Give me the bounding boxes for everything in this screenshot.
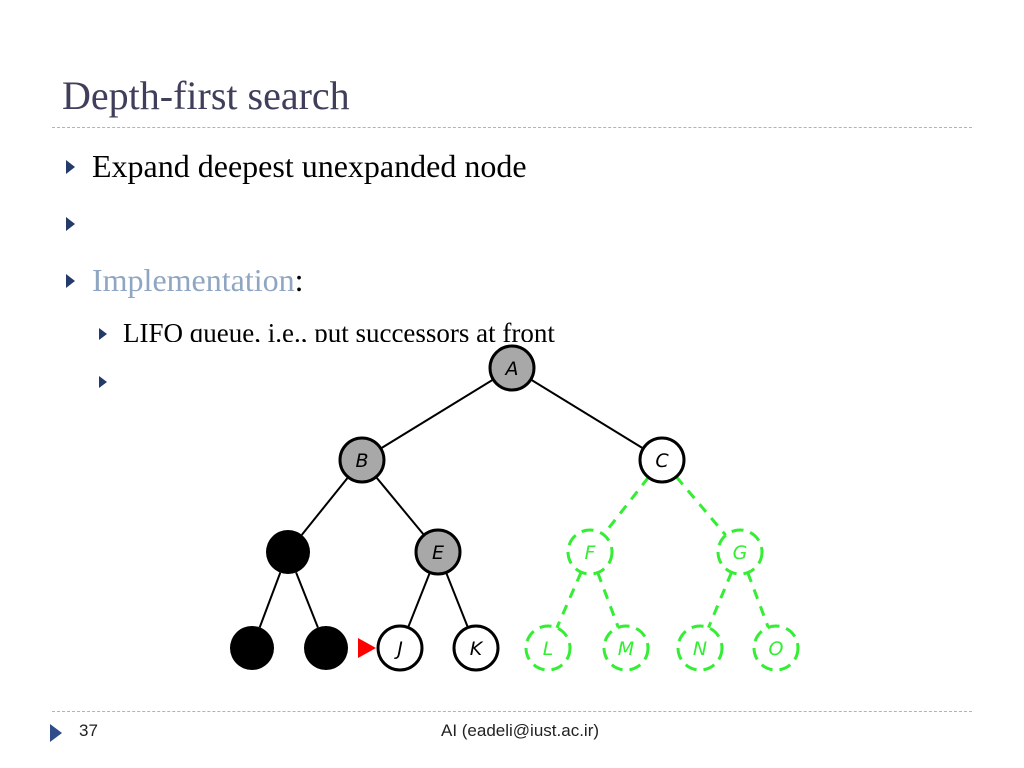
node-circle [376, 624, 424, 672]
node-circle [602, 624, 650, 672]
bullet-arrow-icon [99, 376, 107, 388]
tree-node-b: B [338, 436, 386, 484]
edge-f-l [555, 571, 583, 629]
node-circle [452, 624, 500, 672]
slide-title: Depth-first search [62, 73, 350, 118]
tree-node-l: L [524, 624, 572, 672]
node-label: M [618, 638, 634, 660]
edge-b-d [301, 476, 349, 536]
node-circle [716, 528, 764, 576]
bullet-text: Expand deepest unexpanded node [92, 148, 527, 184]
node-label: E [432, 542, 444, 564]
tree-node-h [230, 626, 274, 670]
node-circle [230, 626, 274, 670]
node-label: O [769, 638, 784, 660]
edge-c-f [602, 476, 650, 536]
tree-node-d [266, 530, 310, 574]
node-label: C [655, 450, 669, 472]
tree-node-e: E [414, 528, 462, 576]
tree-node-c: C [638, 436, 686, 484]
node-circle [488, 344, 536, 392]
bullet-expand-deepest: Expand deepest unexpanded node [66, 148, 527, 185]
edge-b-e [375, 476, 425, 536]
tree-node-g: G [716, 528, 764, 576]
tree-node-j: J [358, 624, 424, 672]
bullet-text: LIFO queue, i.e., put successors at fron… [123, 318, 555, 342]
sub-bullet-clip: LIFO queue, i.e., put successors at fron… [0, 310, 700, 342]
bullet-implementation: Implementation: [66, 262, 304, 299]
implementation-link-text: Implementation [92, 262, 295, 298]
edge-d-h [258, 572, 282, 628]
current-node-marker-icon [358, 638, 376, 658]
node-circle [752, 624, 800, 672]
tree-node-f: F [566, 528, 614, 576]
title-divider [52, 127, 972, 128]
node-circle [338, 436, 386, 484]
node-label: N [693, 638, 707, 660]
node-label: F [585, 542, 597, 564]
node-label: J [393, 638, 403, 660]
sub-bullet-lifo: LIFO queue, i.e., put successors at fron… [99, 318, 555, 342]
bullet-arrow-icon [66, 274, 75, 288]
bullet-arrow-icon [66, 217, 75, 231]
node-label: A [504, 358, 519, 380]
node-circle [304, 626, 348, 670]
footer-arrow-icon [50, 724, 62, 742]
tree-node-i [304, 626, 348, 670]
edge-e-k [445, 572, 469, 628]
node-label: L [543, 638, 554, 660]
edge-g-o [746, 572, 770, 628]
bullet-arrow-icon [99, 328, 107, 340]
node-label: G [733, 542, 748, 564]
tree-edges [258, 378, 770, 629]
bullet-arrow-icon [66, 160, 75, 174]
tree-node-k: K [452, 624, 500, 672]
bullet-text: : [294, 262, 304, 298]
page-number: 37 [79, 721, 98, 740]
node-circle [566, 528, 614, 576]
footer-text: AI (eadeli@iust.ac.ir) [440, 721, 600, 740]
node-label: K [470, 638, 484, 660]
edge-a-c [530, 378, 644, 450]
tree-node-o: O [752, 624, 800, 672]
edge-g-n [707, 571, 733, 629]
edge-e-j [407, 572, 431, 628]
node-circle [524, 624, 572, 672]
node-circle [414, 528, 462, 576]
edge-f-m [596, 572, 620, 628]
tree-nodes: A B C E F G J K L M N O [230, 344, 800, 672]
tree-node-n: N [676, 624, 724, 672]
tree-node-m: M [602, 624, 650, 672]
node-circle [638, 436, 686, 484]
edge-a-b [380, 378, 494, 450]
node-label: B [355, 450, 368, 472]
tree-node-a: A [488, 344, 536, 392]
footer-divider [52, 711, 972, 712]
node-circle [676, 624, 724, 672]
edge-d-i [295, 572, 319, 628]
edge-c-g [675, 475, 727, 537]
node-circle [266, 530, 310, 574]
